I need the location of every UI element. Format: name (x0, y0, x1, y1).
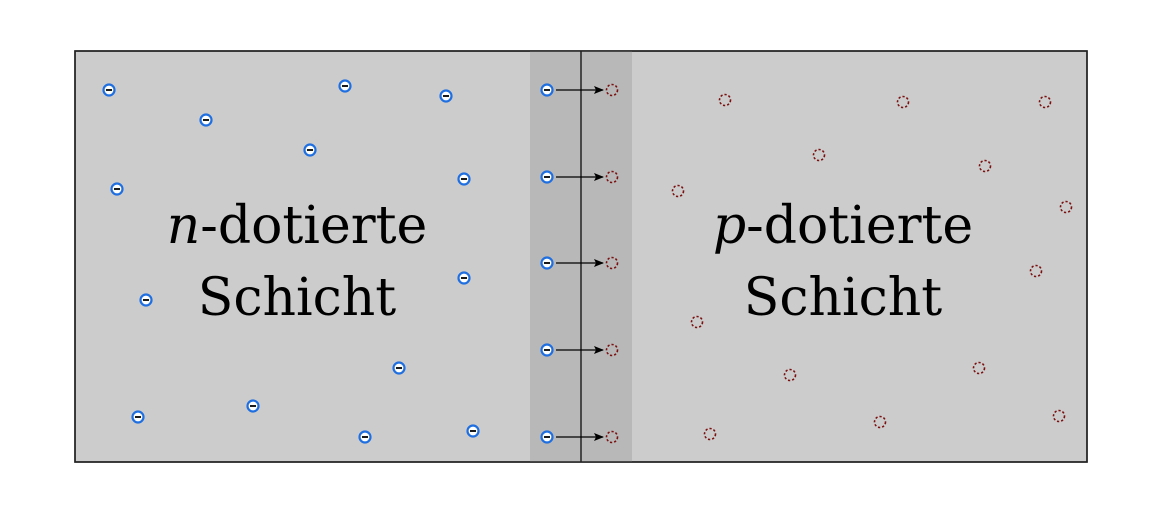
electron-icon (303, 143, 317, 157)
electron-icon (540, 343, 554, 357)
hole-icon (605, 430, 619, 444)
electron-icon (466, 424, 480, 438)
svg-text:p-dotierte: p-dotierte (713, 196, 973, 256)
hole-icon (1029, 264, 1043, 278)
electron-icon (540, 256, 554, 270)
electron-icon (246, 399, 260, 413)
electron-icon (102, 83, 116, 97)
n-label-rest: -dotierte (200, 196, 427, 256)
hole-icon (671, 184, 685, 198)
p-label-line2: Schicht (744, 268, 942, 328)
n-variable: n (167, 196, 201, 256)
hole-icon (1052, 409, 1066, 423)
electron-icon (457, 172, 471, 186)
arrows-group (556, 86, 604, 441)
electron-icon (338, 79, 352, 93)
hole-icon (605, 343, 619, 357)
hole-icon (1059, 200, 1073, 214)
electron-icon (540, 430, 554, 444)
electron-icon (139, 293, 153, 307)
hole-icon (605, 83, 619, 97)
electron-icon (540, 83, 554, 97)
electrons-group (102, 79, 554, 444)
hole-icon (896, 95, 910, 109)
electron-icon (457, 271, 471, 285)
holes-group (605, 83, 1073, 444)
electron-icon (540, 170, 554, 184)
p-layer-label: p-dotierte Schicht (713, 196, 973, 328)
electron-icon (358, 430, 372, 444)
electron-icon (439, 89, 453, 103)
hole-icon (690, 315, 704, 329)
hole-icon (978, 159, 992, 173)
electron-icon (131, 410, 145, 424)
hole-icon (783, 368, 797, 382)
electron-icon (110, 182, 124, 196)
electron-icon (199, 113, 213, 127)
hole-icon (812, 148, 826, 162)
hole-icon (605, 170, 619, 184)
hole-icon (605, 256, 619, 270)
electron-icon (392, 361, 406, 375)
p-variable: p (713, 196, 746, 256)
p-label-rest: -dotierte (746, 196, 973, 256)
n-layer-label: n-dotierte Schicht (167, 196, 428, 328)
hole-icon (703, 427, 717, 441)
hole-icon (1038, 95, 1052, 109)
svg-text:n-dotierte: n-dotierte (167, 196, 428, 256)
n-label-line2: Schicht (198, 268, 396, 328)
hole-icon (873, 415, 887, 429)
hole-icon (972, 361, 986, 375)
hole-icon (718, 93, 732, 107)
